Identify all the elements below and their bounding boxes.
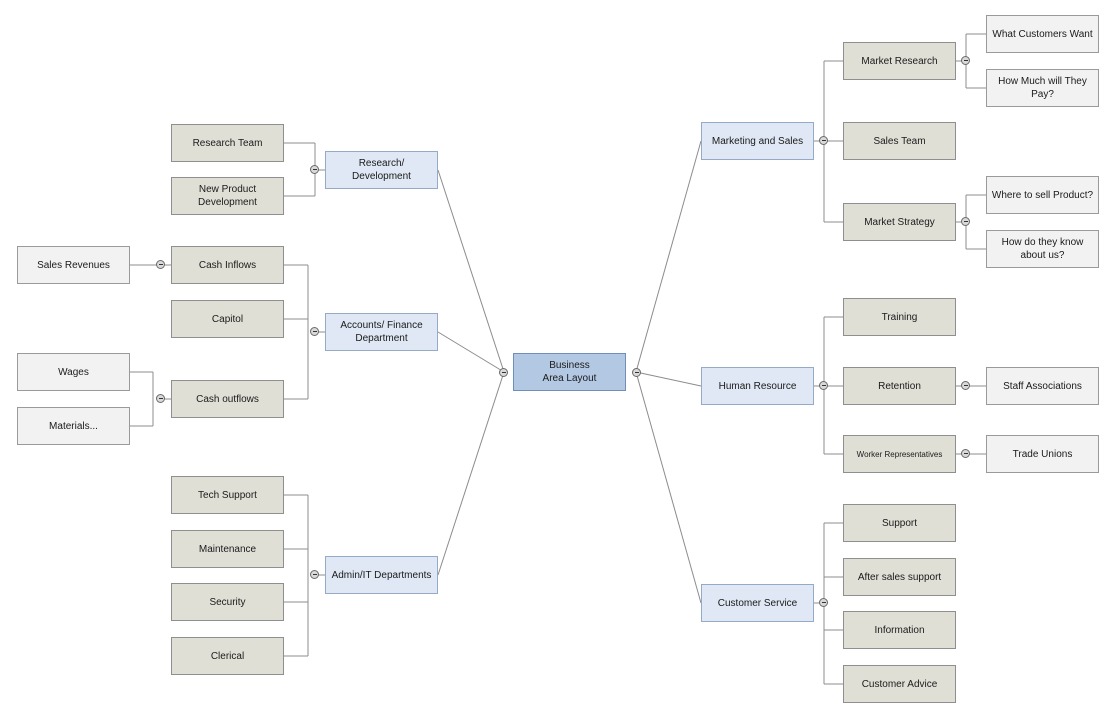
root-node[interactable]: Business Area Layout [513, 353, 626, 391]
collapse-toggle-human-resource[interactable] [819, 381, 828, 390]
branch-customer-service[interactable]: Customer Service [701, 584, 814, 622]
collapse-toggle-root-right[interactable] [632, 368, 641, 377]
node-sales-team[interactable]: Sales Team [843, 122, 956, 160]
node-after-sales-support[interactable]: After sales support [843, 558, 956, 596]
connector-line-2 [437, 371, 505, 576]
node-cash-outflows[interactable]: Cash outflows [171, 380, 284, 418]
branch-marketing-sales[interactable]: Marketing and Sales [701, 122, 814, 160]
connector-line-0 [437, 169, 505, 373]
node-market-strategy[interactable]: Market Strategy [843, 203, 956, 241]
branch-research-development[interactable]: Research/ Development [325, 151, 438, 189]
branch-accounts-finance[interactable]: Accounts/ Finance Department [325, 313, 438, 351]
collapse-toggle-cash-outflows[interactable] [156, 394, 165, 403]
node-market-research[interactable]: Market Research [843, 42, 956, 80]
node-maintenance[interactable]: Maintenance [171, 530, 284, 568]
collapse-toggle-research-development[interactable] [310, 165, 319, 174]
node-security[interactable]: Security [171, 583, 284, 621]
node-research-team[interactable]: Research Team [171, 124, 284, 162]
node-capitol[interactable]: Capitol [171, 300, 284, 338]
node-tech-support[interactable]: Tech Support [171, 476, 284, 514]
node-cash-inflows[interactable]: Cash Inflows [171, 246, 284, 284]
node-where-to-sell-product[interactable]: Where to sell Product? [986, 176, 1099, 214]
node-how-do-they-know-about-us[interactable]: How do they know about us? [986, 230, 1099, 268]
collapse-toggle-root-left[interactable] [499, 368, 508, 377]
collapse-toggle-customer-service[interactable] [819, 598, 828, 607]
node-training[interactable]: Training [843, 298, 956, 336]
node-materials[interactable]: Materials... [17, 407, 130, 445]
node-worker-representatives[interactable]: Worker Representatives [843, 435, 956, 473]
branch-admin-it[interactable]: Admin/IT Departments [325, 556, 438, 594]
collapse-toggle-cash-inflows[interactable] [156, 260, 165, 269]
connector-line-3 [635, 140, 702, 373]
node-support[interactable]: Support [843, 504, 956, 542]
connector-line-4 [635, 371, 702, 387]
node-trade-unions[interactable]: Trade Unions [986, 435, 1099, 473]
node-what-customers-want[interactable]: What Customers Want [986, 15, 1099, 53]
node-information[interactable]: Information [843, 611, 956, 649]
collapse-toggle-worker-representatives[interactable] [961, 449, 970, 458]
node-wages[interactable]: Wages [17, 353, 130, 391]
collapse-toggle-marketing-sales[interactable] [819, 136, 828, 145]
collapse-toggle-admin-it[interactable] [310, 570, 319, 579]
node-customer-advice[interactable]: Customer Advice [843, 665, 956, 703]
collapse-toggle-market-strategy[interactable] [961, 217, 970, 226]
node-clerical[interactable]: Clerical [171, 637, 284, 675]
collapse-toggle-accounts-finance[interactable] [310, 327, 319, 336]
connector-line-1 [437, 331, 505, 373]
node-how-much-will-they-pay[interactable]: How Much will They Pay? [986, 69, 1099, 107]
branch-human-resource[interactable]: Human Resource [701, 367, 814, 405]
collapse-toggle-retention[interactable] [961, 381, 970, 390]
node-retention[interactable]: Retention [843, 367, 956, 405]
connector-line-5 [635, 371, 702, 604]
node-staff-associations[interactable]: Staff Associations [986, 367, 1099, 405]
node-sales-revenues[interactable]: Sales Revenues [17, 246, 130, 284]
node-new-product-development[interactable]: New Product Development [171, 177, 284, 215]
collapse-toggle-market-research[interactable] [961, 56, 970, 65]
